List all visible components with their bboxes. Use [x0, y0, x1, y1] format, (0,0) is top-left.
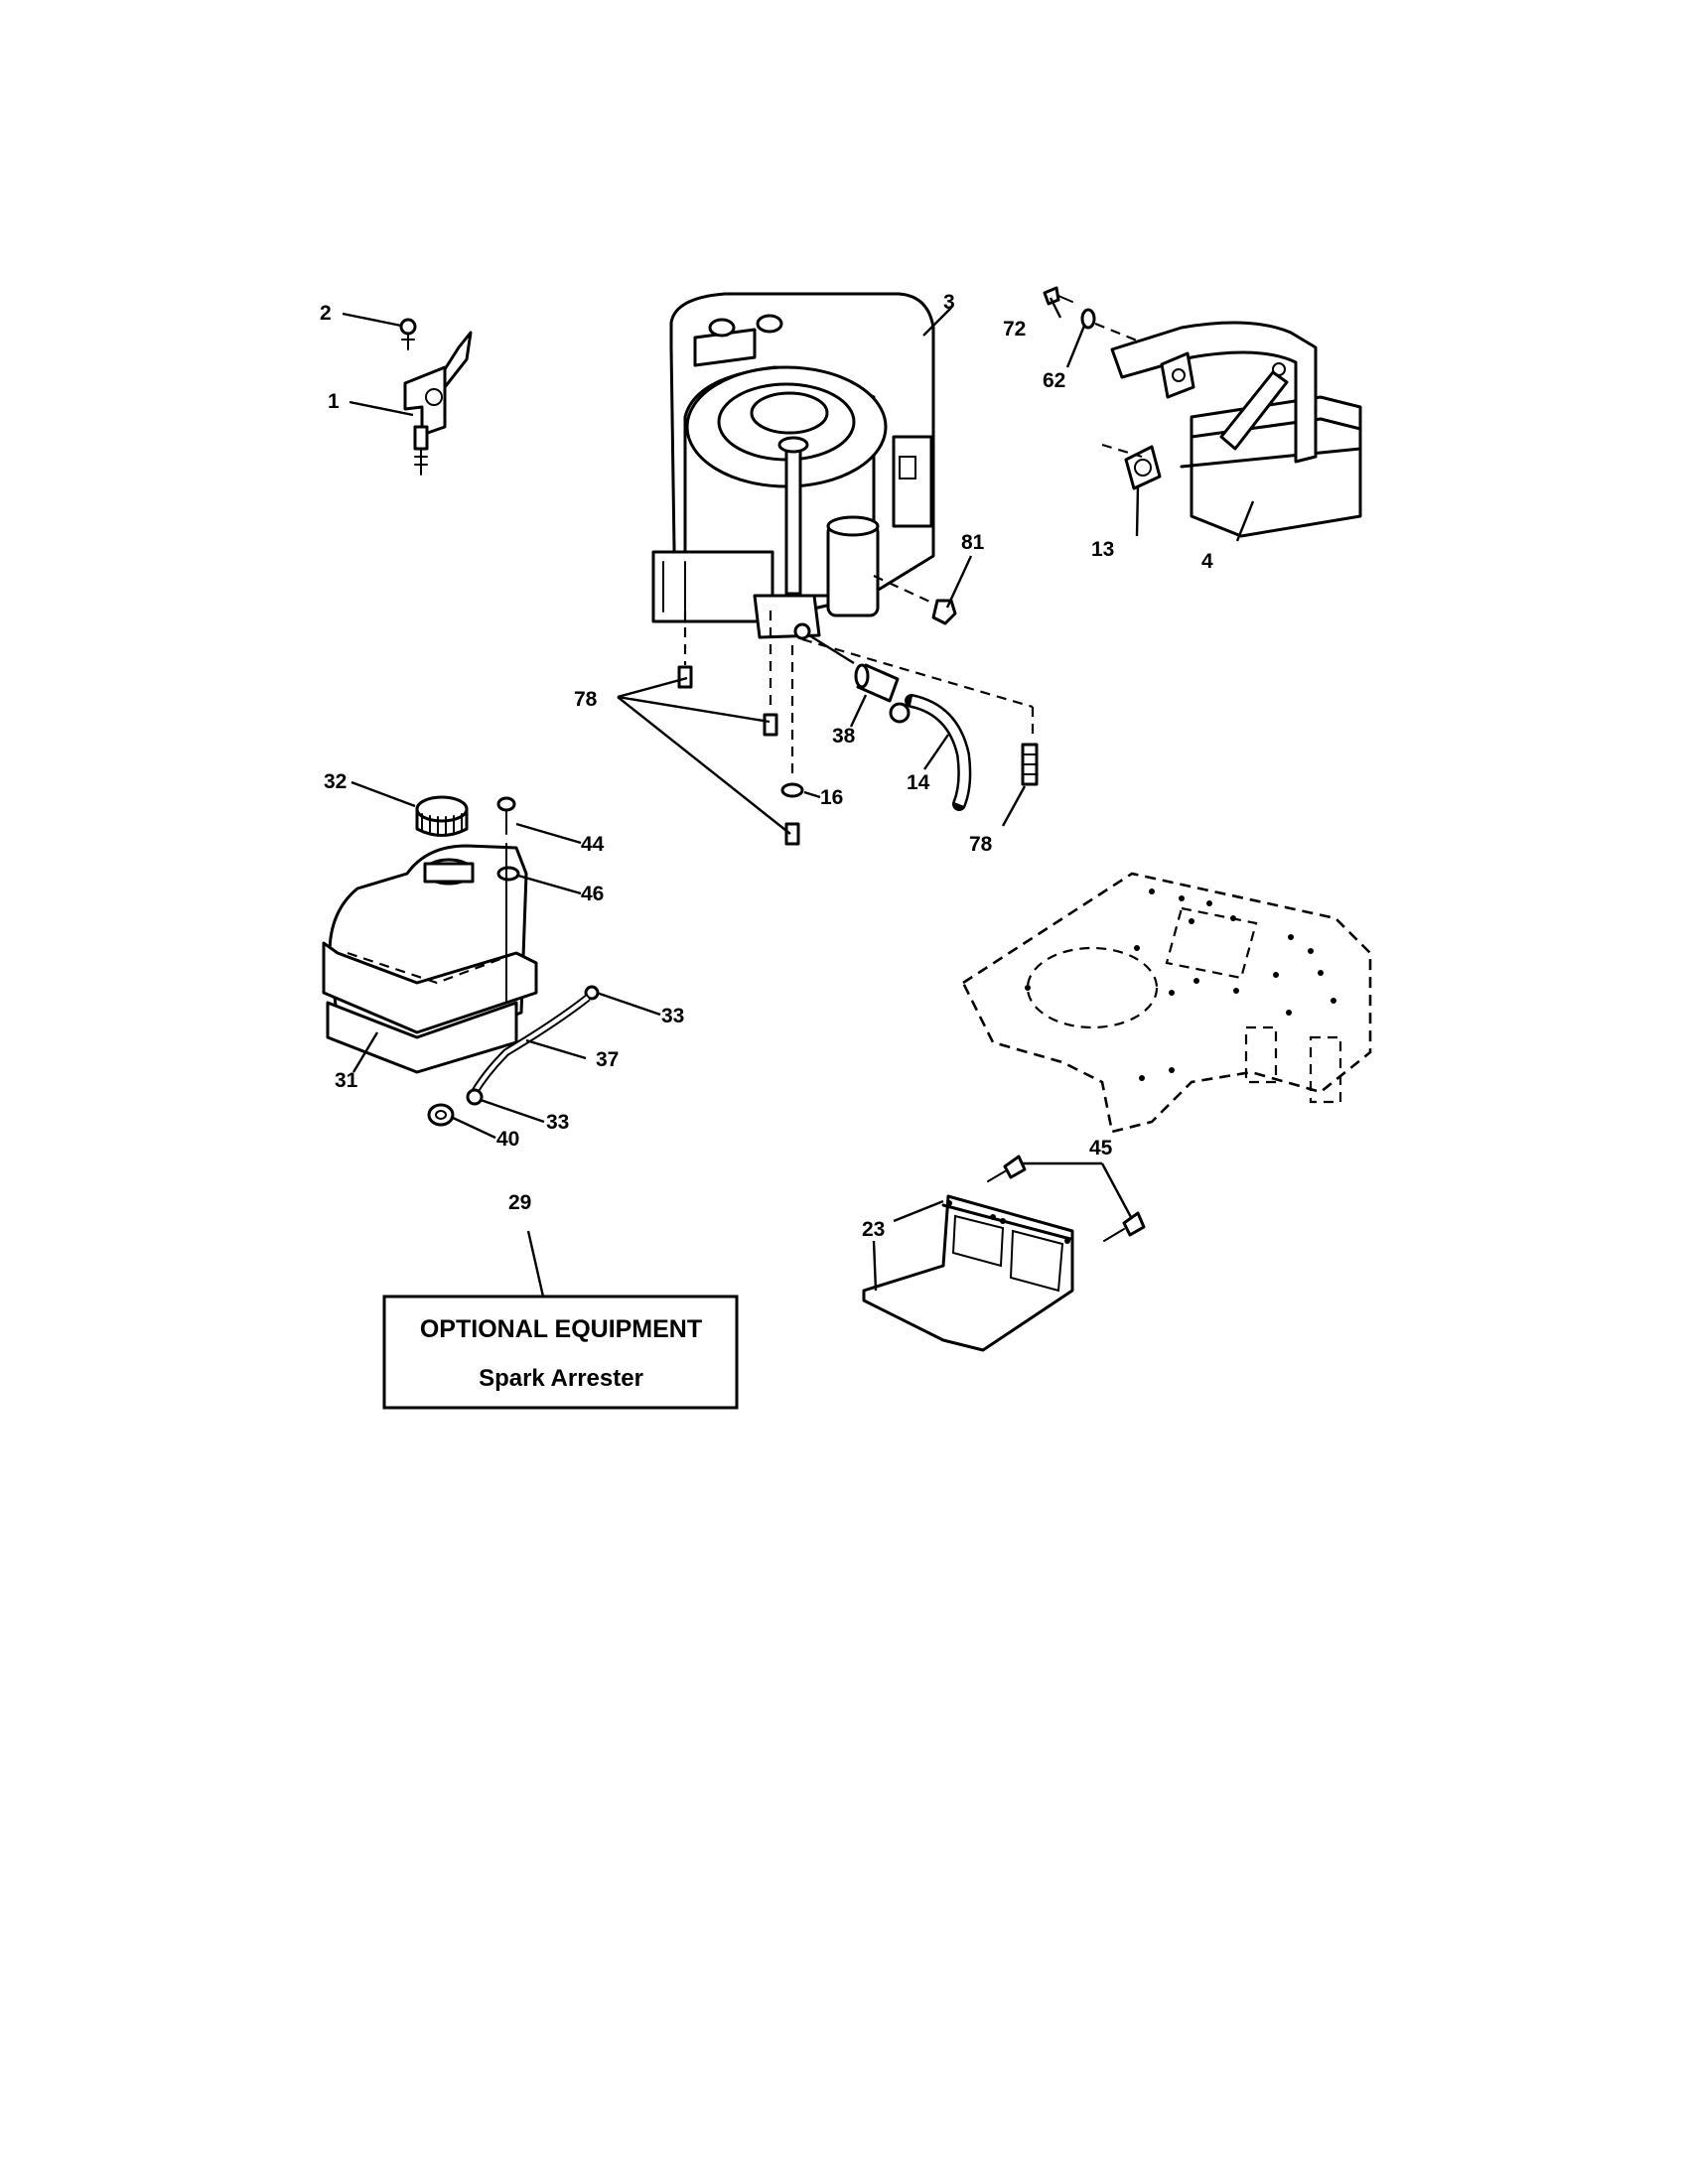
- fuel-cap-part: [415, 795, 469, 837]
- fuel-filter-part: [808, 633, 911, 724]
- callout-37: 37: [596, 1048, 619, 1071]
- fuel-tank-bolt-parts: [496, 796, 520, 1004]
- fuel-hose-part: [466, 985, 600, 1106]
- engine-part: [651, 292, 935, 640]
- optional-equipment-box: OPTIONAL EQUIPMENT Spark Arrester: [382, 1295, 739, 1410]
- callout-62: 62: [1043, 369, 1065, 392]
- callout-labels: 1 2 3 4 13 14 16 23 29 31 32 33 33 37 38…: [320, 291, 1213, 1241]
- optional-equipment-subtitle: Spark Arrester: [479, 1365, 643, 1392]
- callout-1: 1: [328, 390, 340, 413]
- exhaust-gasket-part: [1101, 443, 1162, 490]
- callout-2: 2: [320, 302, 332, 325]
- callout-31: 31: [335, 1069, 358, 1092]
- callout-44: 44: [581, 833, 605, 856]
- leader-lines: [342, 297, 1255, 1297]
- chassis-part: [961, 872, 1372, 1134]
- callout-32: 32: [324, 770, 347, 793]
- fuel-line-part: [905, 694, 972, 811]
- muffler-part: [1110, 321, 1362, 538]
- callout-38: 38: [832, 725, 856, 748]
- callout-81: 81: [961, 531, 985, 554]
- callout-72: 72: [1003, 318, 1026, 341]
- shield-bolt-parts: [987, 1155, 1146, 1242]
- callout-3: 3: [943, 291, 955, 314]
- callout-13: 13: [1091, 538, 1114, 561]
- callout-45: 45: [1089, 1137, 1113, 1160]
- callout-40: 40: [496, 1128, 519, 1151]
- shield-part: [862, 1194, 1074, 1352]
- throttle-control-part: [399, 318, 473, 476]
- bolt-parts: [677, 575, 1039, 846]
- bushing-part: [427, 1103, 455, 1127]
- optional-equipment-title: OPTIONAL EQUIPMENT: [420, 1315, 702, 1343]
- callout-23: 23: [862, 1218, 885, 1241]
- callout-29: 29: [508, 1191, 531, 1214]
- callout-33a: 33: [661, 1005, 684, 1027]
- callout-33b: 33: [546, 1111, 569, 1134]
- callout-14: 14: [907, 771, 930, 794]
- callout-78b: 78: [969, 833, 993, 856]
- callout-78a: 78: [574, 688, 598, 711]
- callout-4: 4: [1201, 550, 1213, 573]
- callout-46: 46: [581, 883, 604, 905]
- callout-16: 16: [820, 786, 843, 809]
- exhaust-bolt-parts: [1043, 286, 1143, 344]
